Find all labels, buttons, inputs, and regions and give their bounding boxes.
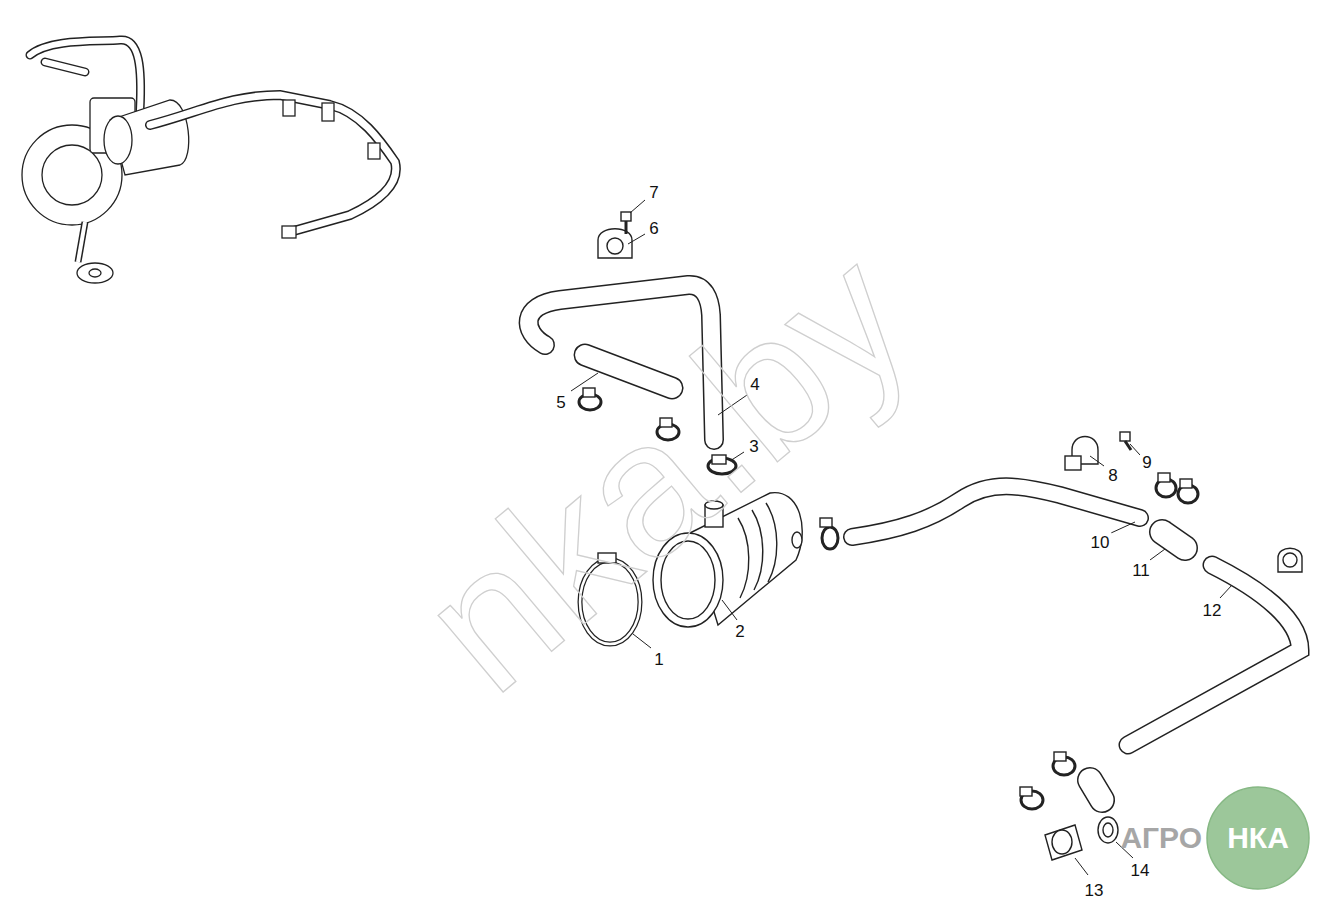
drawing-part <box>1162 532 1185 548</box>
drawing-part <box>1090 780 1102 800</box>
drawing-part <box>22 40 396 283</box>
drawing-part <box>630 200 645 213</box>
callout-number: 7 <box>647 183 660 202</box>
drawing-part <box>621 212 631 221</box>
drawing-part <box>1090 780 1102 800</box>
drawing-part <box>628 234 645 244</box>
drawing-part <box>1128 565 1300 745</box>
drawing-part <box>368 143 380 159</box>
callout-number: 9 <box>1140 453 1153 472</box>
drawing-part <box>822 527 838 549</box>
drawing-part <box>1128 565 1300 745</box>
drawing-part <box>1130 444 1140 455</box>
drawing-part <box>583 388 595 397</box>
drawing-part <box>1054 752 1066 761</box>
drawing-part <box>45 62 85 72</box>
drawing-part <box>1120 432 1130 441</box>
callout-number: 13 <box>1083 881 1106 900</box>
drawing-part <box>283 100 295 116</box>
drawing-part <box>752 510 763 590</box>
drawing-part <box>150 95 396 232</box>
drawing-part <box>1150 549 1165 560</box>
drawing-part <box>1052 830 1072 854</box>
drawing-part <box>1045 825 1082 860</box>
logo-circle: АГРОНКА <box>1206 786 1310 890</box>
callout-number: 8 <box>1106 466 1119 485</box>
drawing-part <box>766 503 777 582</box>
drawing-part <box>1020 787 1032 796</box>
drawing-part <box>1098 817 1118 843</box>
drawing-part <box>322 103 334 121</box>
drawing-part <box>78 222 85 262</box>
callout-number: 14 <box>1129 861 1152 880</box>
drawing-part <box>1220 585 1232 598</box>
callout-number: 11 <box>1130 561 1152 580</box>
drawing-part <box>625 221 628 234</box>
drawing-part <box>1103 823 1113 837</box>
drawing-part <box>77 263 113 283</box>
callout-number: 12 <box>1201 601 1224 620</box>
drawing-part <box>722 600 737 620</box>
drawing-part <box>150 95 396 232</box>
drawing-part <box>282 226 296 238</box>
drawing-part <box>104 116 132 164</box>
drawing-part <box>1162 532 1185 548</box>
logo-circle-fill <box>1207 787 1309 889</box>
drawing-part <box>1065 456 1081 470</box>
drawing-part <box>45 62 85 72</box>
callout-number: 2 <box>733 622 746 641</box>
logo-text: НКА <box>1227 823 1289 853</box>
drawing-part <box>571 373 598 391</box>
drawing-part <box>820 518 832 527</box>
callout-number: 5 <box>554 393 567 412</box>
drawing-part <box>1180 479 1192 488</box>
drawing-part <box>852 486 1140 537</box>
logo-heading: АГРО <box>1120 823 1202 853</box>
drawing-part <box>607 238 623 254</box>
drawing-part <box>633 634 651 648</box>
drawing-part <box>78 222 85 262</box>
drawing-part <box>1075 858 1088 875</box>
drawing-part <box>1158 473 1170 482</box>
drawing-part <box>1090 456 1104 466</box>
drawing-part <box>42 145 102 205</box>
drawing-part <box>1278 548 1302 572</box>
callout-number: 6 <box>647 219 660 238</box>
drawing-part <box>1283 553 1297 567</box>
drawing-part <box>1111 522 1135 533</box>
drawing-part <box>852 486 1140 537</box>
drawing-part <box>1125 441 1131 450</box>
drawing-part <box>89 269 101 277</box>
callout-number: 10 <box>1089 533 1112 552</box>
drawing-part <box>792 532 802 548</box>
callout-number: 1 <box>652 650 665 669</box>
